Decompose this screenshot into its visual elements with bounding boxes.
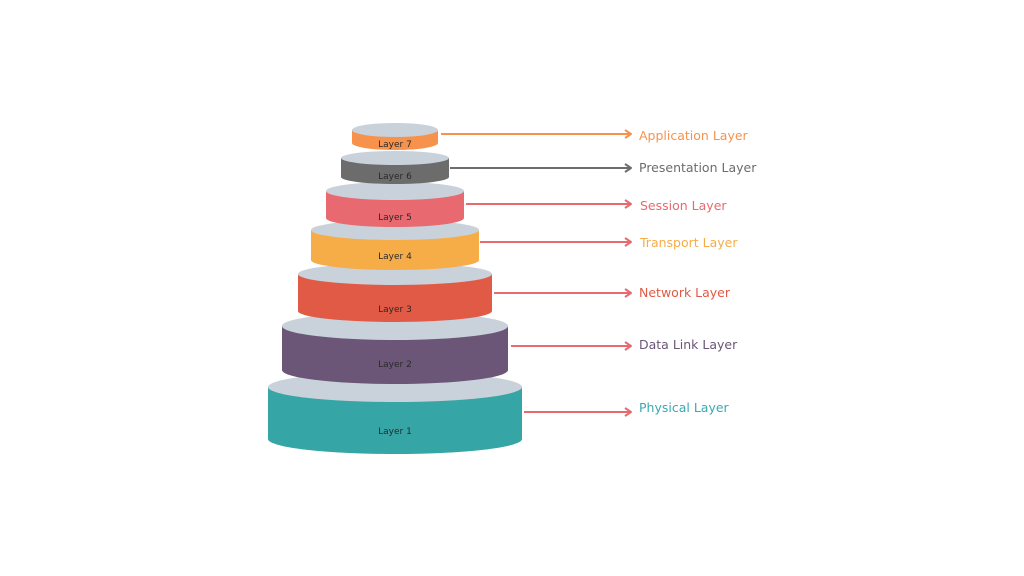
- layer-6-side: [341, 158, 449, 184]
- layer-6-name: Presentation Layer: [639, 160, 757, 175]
- layer-7-name: Application Layer: [639, 128, 749, 143]
- layer-1-side: [268, 387, 522, 454]
- layer-5-top-face: [326, 182, 464, 200]
- layer-2-cylinder: Layer 2: [282, 312, 508, 384]
- layer-3-side: [298, 274, 492, 322]
- layer-2-callout: Data Link Layer: [511, 337, 738, 352]
- arrow-head-icon: [624, 288, 632, 298]
- layer-2-name: Data Link Layer: [639, 337, 738, 352]
- arrow-head-icon: [624, 341, 632, 351]
- layer-7-callout: Application Layer: [441, 128, 749, 143]
- layer-1-callout: Physical Layer: [524, 400, 730, 417]
- layer-4-name: Transport Layer: [639, 235, 738, 250]
- layer-5-name: Session Layer: [640, 198, 727, 213]
- layer-2-side: [282, 326, 508, 384]
- arrow-head-icon: [624, 407, 632, 417]
- layer-1-cylinder: Layer 1: [268, 372, 522, 454]
- arrow-head-icon: [624, 163, 632, 173]
- layer-5-side: [326, 191, 464, 227]
- layer-1-cylinder-label: Layer 1: [378, 427, 412, 437]
- layer-6-cylinder-label: Layer 6: [378, 172, 412, 182]
- layer-4-callout: Transport Layer: [480, 235, 738, 250]
- layer-3-cylinder-label: Layer 3: [378, 305, 412, 315]
- layer-5-callout: Session Layer: [466, 198, 727, 213]
- arrow-head-icon: [624, 129, 632, 139]
- layer-7-cylinder-label: Layer 7: [378, 140, 412, 150]
- layer-2-cylinder-label: Layer 2: [378, 360, 412, 370]
- layer-4-cylinder: Layer 4: [311, 220, 479, 270]
- arrow-head-icon: [624, 199, 632, 209]
- layer-4-cylinder-label: Layer 4: [378, 252, 412, 262]
- layer-3-callout: Network Layer: [494, 285, 731, 300]
- layer-1-name: Physical Layer: [639, 400, 730, 415]
- arrow-head-icon: [624, 237, 632, 247]
- layer-6-callout: Presentation Layer: [450, 160, 757, 175]
- layer-6-cylinder: Layer 6: [341, 151, 449, 184]
- layer-3-name: Network Layer: [639, 285, 731, 300]
- layer-6-top-face: [341, 151, 449, 165]
- layer-5-cylinder: Layer 5: [326, 182, 464, 227]
- layer-4-side: [311, 230, 479, 270]
- layer-7-top-face: [352, 123, 438, 137]
- layer-5-cylinder-label: Layer 5: [378, 213, 412, 223]
- layer-3-top-face: [298, 263, 492, 285]
- layer-7-cylinder: Layer 7: [352, 123, 438, 150]
- layer-3-cylinder: Layer 3: [298, 263, 492, 322]
